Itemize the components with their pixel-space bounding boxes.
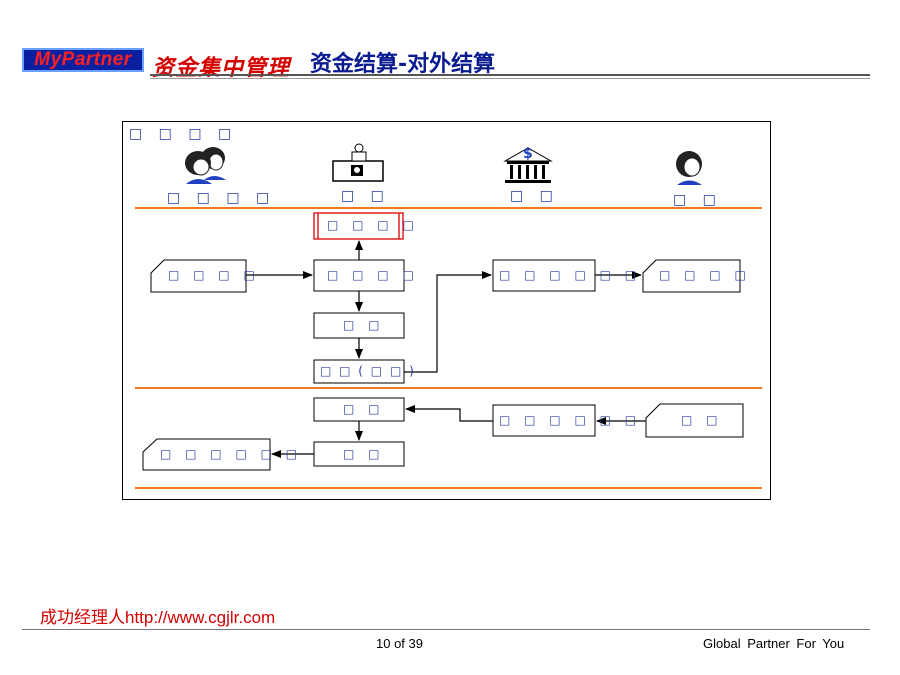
people-pair-icon (185, 147, 226, 184)
right-mid-box-1-label: □ □ □ □ □ □ (499, 268, 642, 282)
left-doc-2-label: □ □ □ □ □ □ (160, 447, 303, 461)
center-box-2-label: □ □ (343, 318, 385, 332)
diagram-corner-label: □ □ □ □ (129, 126, 238, 142)
left-doc-1-label: □ □ □ □ (168, 268, 260, 282)
footer-divider (22, 629, 870, 630)
actor-label-3: □ □ (510, 188, 559, 204)
title-divider (150, 74, 870, 76)
right-doc-1-shape (642, 259, 741, 293)
actor-label-1: □ □ □ □ (167, 190, 276, 206)
center-box-2 (313, 312, 405, 339)
page-title: 资金结算-对外结算 (310, 52, 496, 77)
actor-label-4: □ □ (673, 192, 722, 208)
footer-tagline: Global Partner For You (703, 636, 845, 651)
svg-text:$: $ (523, 146, 533, 162)
center-box-4-label: □ □ (343, 402, 385, 416)
title-divider-thin (150, 78, 870, 79)
logo-subtitle: 资金集中管理 (152, 55, 291, 81)
actor-label-2: □ □ (341, 188, 390, 204)
right-doc-2-label: □ □ (681, 413, 723, 427)
right-mid-box-2 (492, 404, 596, 437)
footer-link[interactable]: 成功经理人http://www.cgjlr.com (40, 608, 276, 627)
page-number: 10 of 39 (376, 636, 423, 651)
center-box-1-label: □ □ □ □ (327, 268, 419, 282)
center-box-5-label: □ □ (343, 447, 385, 461)
left-doc-2-shape (142, 438, 271, 471)
top-red-box-label: □ □ □ □ (327, 218, 419, 232)
right-doc-2-shape (645, 403, 744, 438)
left-doc-1-shape (150, 259, 247, 293)
right-doc-1-label: □ □ □ □ (659, 268, 751, 282)
arrow-rightmid2-to-center4 (405, 405, 493, 422)
person-icon (676, 151, 702, 185)
center-box-3-label: □ □ ( □ □ ) (320, 364, 416, 378)
teller-counter-icon (332, 143, 384, 182)
bank-building-icon: $ (503, 146, 553, 183)
right-mid-box-2-label: □ □ □ □ □ □ (499, 413, 642, 427)
diagram-frame (122, 121, 771, 500)
mypartner-logo: MyPartner (22, 48, 144, 72)
top-red-box (313, 212, 404, 240)
arrow-center3-to-rightmid1 (404, 271, 492, 373)
center-box-1 (313, 259, 405, 292)
